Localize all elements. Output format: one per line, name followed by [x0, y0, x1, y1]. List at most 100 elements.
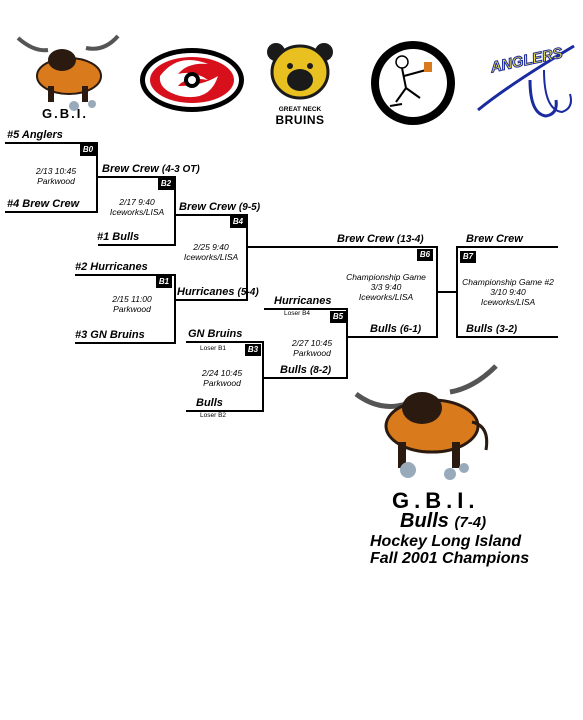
fish-hook-icon	[477, 44, 575, 118]
champion-gbi-text: G.B.I.	[392, 488, 480, 513]
team-b3-winner: Bulls (8-2)	[280, 364, 331, 376]
game-info-b1: 2/15 11:00 Parkwood	[102, 294, 162, 314]
team-score: (6-1)	[399, 324, 422, 335]
game-time: 3/3 9:40	[370, 282, 402, 292]
game-info-b4: 2/25 9:40 Iceworks/LISA	[176, 242, 246, 262]
game-info-b5: 2/27 10:45 Parkwood	[280, 338, 344, 358]
team-score: (9-5)	[238, 202, 261, 213]
line-b1-vertical	[174, 274, 176, 344]
line-b5-vertical	[346, 308, 348, 379]
game-info-b7: Championship Game #2 3/10 9:40 Iceworks/…	[458, 277, 558, 307]
game-time: 3/10 9:40	[490, 287, 526, 297]
line-b7-bottom	[458, 336, 558, 338]
game-time: 2/17 9:40	[119, 197, 155, 207]
line-b5-hurricanes	[264, 308, 348, 310]
team-name: Bulls	[280, 364, 307, 376]
badge-b6: B6	[417, 249, 433, 261]
team-b0-winner: Brew Crew (4-3 OT)	[102, 163, 200, 175]
game-time: 2/25 9:40	[193, 242, 229, 252]
game-venue: Parkwood	[293, 348, 331, 358]
badge-b5: B5	[330, 311, 346, 323]
line-b0-vertical	[96, 142, 98, 213]
line-b3-gnbruins	[186, 341, 264, 343]
badge-b0: B0	[80, 144, 96, 156]
game-venue: Iceworks/LISA	[480, 297, 536, 307]
bull-icon	[354, 364, 498, 480]
line-b3-vertical	[262, 341, 264, 412]
line-b4-winner	[248, 246, 438, 248]
team-b3-top: GN Bruins	[188, 328, 243, 340]
game-venue: Iceworks/LISA	[109, 207, 165, 217]
line-brewcrew-4	[5, 211, 98, 213]
game-time: 2/24 10:45	[201, 368, 243, 378]
game-info-b0: 2/13 10:45 Parkwood	[26, 166, 86, 186]
team-bulls-seed: #1 Bulls	[97, 231, 140, 243]
bruins-line2: BRUINS	[275, 113, 325, 127]
team-score: (4-3 OT)	[161, 164, 200, 175]
game-venue: Parkwood	[203, 378, 241, 388]
anglers-logo: ANGLERS	[470, 40, 578, 120]
gbi-bulls-logo: G.B.I.	[14, 30, 124, 122]
champion-name: Bulls	[400, 510, 449, 532]
game-time: 2/15 11:00	[112, 294, 152, 304]
game-info-b2: 2/17 9:40 Iceworks/LISA	[100, 197, 174, 217]
line-b6-connector	[438, 291, 458, 293]
line-b3-winner	[262, 377, 348, 379]
label-loser-b1: Loser B1	[200, 345, 227, 352]
line-b0-winner	[98, 176, 176, 178]
team-name: Brew Crew	[102, 163, 159, 175]
line-gnbruins-3	[75, 342, 176, 344]
team-b3-bottom: Bulls	[196, 397, 223, 409]
line-b4-vertical	[246, 214, 248, 301]
team-name: Brew Crew	[337, 233, 394, 245]
line-b1-winner	[176, 299, 248, 301]
line-b2-vertical	[174, 176, 176, 246]
game-venue: Iceworks/LISA	[183, 252, 239, 262]
game-time: 2/27 10:45	[291, 338, 333, 348]
game-venue: Parkwood	[113, 304, 151, 314]
line-b7-top	[458, 246, 558, 248]
team-b5-winner: Bulls (6-1)	[370, 323, 421, 335]
game-info-b6: Championship Game 3/3 9:40 Iceworks/LISA	[336, 272, 436, 302]
game-title: Championship Game	[346, 272, 426, 282]
line-hurricanes-2	[75, 274, 176, 276]
team-name: Bulls	[370, 323, 397, 335]
badge-b4: B4	[230, 216, 246, 228]
line-b3-bulls	[186, 410, 264, 412]
badge-b1: B1	[156, 276, 172, 288]
bull-icon	[16, 34, 120, 111]
team-name: Brew Crew	[179, 201, 236, 213]
team-b2-winner: Brew Crew (9-5)	[179, 201, 260, 213]
team-b7-top: Brew Crew	[466, 233, 523, 245]
brew-crew-logo: BREW CREW	[368, 40, 458, 126]
team-score: (8-2)	[309, 365, 332, 376]
champion-league: Hockey Long Island	[370, 533, 522, 550]
team-gnbruins-seed: #3 GN Bruins	[75, 329, 145, 341]
team-hurricanes-seed: #2 Hurricanes	[75, 261, 148, 273]
line-b5-winner	[348, 336, 438, 338]
badge-b2: B2	[158, 178, 174, 190]
team-score: (13-4)	[396, 234, 424, 245]
champion-bull-logo	[354, 362, 500, 488]
line-bulls-1	[98, 244, 176, 246]
brew-crew-skater-icon	[371, 41, 455, 125]
champion-record: (7-4)	[454, 514, 487, 531]
line-b7-vertical	[456, 246, 458, 338]
team-name: Bulls	[466, 323, 493, 335]
team-score: (3-2)	[495, 324, 518, 335]
team-b4-winner: Brew Crew (13-4)	[337, 233, 424, 245]
game-time: 2/13 10:45	[35, 166, 77, 176]
hurricanes-logo	[138, 46, 246, 114]
game-venue: Iceworks/LISA	[358, 292, 414, 302]
line-b2-winner	[176, 214, 248, 216]
great-neck-bruins-logo: GREAT NECK BRUINS	[260, 40, 340, 130]
champion-title: Bulls (7-4)	[400, 510, 486, 533]
line-b6-vertical	[436, 246, 438, 338]
game-venue: Parkwood	[37, 176, 75, 186]
champion-season: Fall 2001 Champions	[370, 550, 530, 567]
game-title: Championship Game #2	[462, 277, 554, 287]
bear-icon	[267, 43, 333, 100]
badge-b3: B3	[245, 344, 261, 356]
team-score: (5-4)	[237, 287, 259, 298]
game-info-b3: 2/24 10:45 Parkwood	[190, 368, 254, 388]
